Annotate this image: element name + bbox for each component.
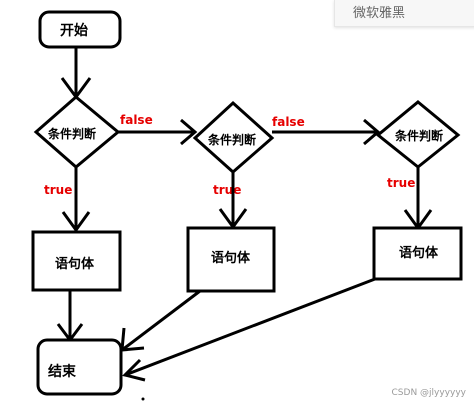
true-label-1: true [44, 183, 72, 197]
statement-node-2: 语句体 [186, 226, 276, 293]
condition-label-3: 条件判断 [394, 128, 443, 143]
false-label-2: false [272, 115, 305, 129]
condition-node-3: 条件判断 [375, 100, 461, 169]
arrow-start-to-cond1 [60, 47, 92, 100]
statement-node-1: 语句体 [31, 230, 122, 292]
end-node: 结束 [36, 338, 123, 396]
arrow-statement3-to-end [122, 277, 376, 382]
stray-dot [141, 397, 145, 401]
arrow-cond2-to-cond3 [272, 118, 381, 146]
arrow-cond1-to-cond2 [118, 118, 198, 146]
statement-label-3: 语句体 [399, 245, 439, 261]
font-name-text: 微软雅黑 [353, 6, 406, 21]
start-node: 开始 [38, 10, 122, 49]
false-label-1: false [120, 113, 153, 127]
condition-label-2: 条件判断 [207, 132, 256, 147]
statement-node-3: 语句体 [372, 226, 463, 281]
condition-node-2: 条件判断 [192, 100, 275, 175]
arrow-cond2-to-statement2 [218, 172, 248, 230]
statement-label-1: 语句体 [55, 256, 95, 272]
start-label: 开始 [60, 22, 88, 39]
watermark: CSDN @jlyyyyyy [391, 388, 466, 398]
statement-label-2: 语句体 [211, 250, 251, 266]
font-name-panel: 微软雅黑 [334, 0, 474, 27]
arrow-statement2-to-end [120, 289, 201, 352]
condition-label-1: 条件判断 [47, 126, 96, 141]
true-label-3: true [387, 176, 415, 190]
true-label-2: true [213, 183, 241, 197]
condition-node-1: 条件判断 [33, 95, 121, 169]
arrow-cond1-to-statement1 [61, 167, 91, 233]
end-label: 结束 [48, 363, 77, 380]
arrow-statement1-to-end [56, 290, 84, 343]
